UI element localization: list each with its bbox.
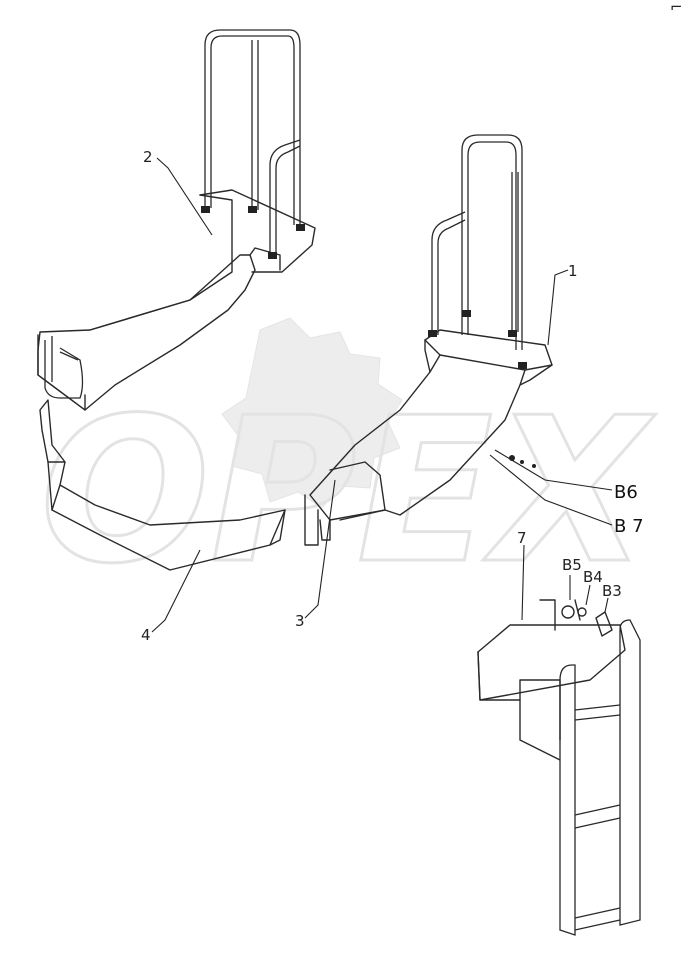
part-4-fender [39,399,286,571]
watermark-text: OPEX [40,375,656,608]
part-2-left-platform [37,29,316,411]
corner-mark: ⌐ [670,0,683,16]
callout-2: 2 [143,148,153,166]
callout-7: 7 [517,529,527,547]
callout-b3: B3 [602,582,622,600]
part-1-right-platform [304,134,553,546]
callout-2-leader [156,157,213,236]
part-7-step-ladder [477,599,641,936]
callout-b7: B 7 [614,516,644,537]
callout-3: 3 [295,612,305,630]
callout-b6: B6 [614,482,638,503]
callout-1: 1 [568,262,578,280]
fastener-set-b6-b7 [489,449,613,526]
opex-watermark: OPEX [39,317,658,610]
callout-b4: B4 [583,568,603,586]
callout-4: 4 [141,626,151,644]
callout-3-leader [304,479,336,619]
callout-b4-leader [585,584,591,606]
callout-4-leader [151,549,201,633]
callout-7-leader [521,544,525,621]
callout-b5: B5 [562,556,582,574]
callout-1-leader [547,269,569,346]
callout-b3-leader [604,597,609,613]
